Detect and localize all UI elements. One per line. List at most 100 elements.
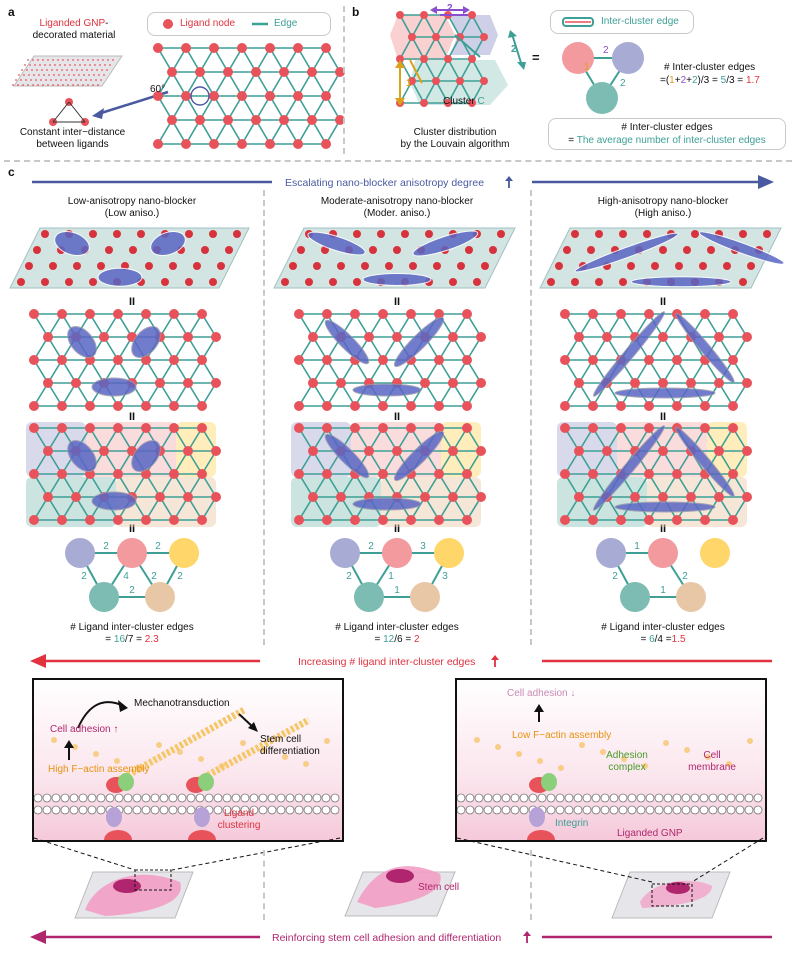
ligand-node [85, 401, 95, 411]
ligand-node [281, 278, 289, 286]
ligand-node [57, 469, 67, 479]
result-num: 16 [113, 634, 126, 645]
ligand-node [308, 446, 318, 456]
ligand-node [728, 423, 738, 433]
ligand-node [560, 401, 570, 411]
ligand-node [29, 469, 39, 479]
angle-label: 60° [150, 84, 166, 95]
ligand-node [181, 43, 191, 53]
ligand-node [434, 401, 444, 411]
graph-edge-2a: 2 [603, 45, 609, 56]
distance-label-line1: Constant inter−distance [19, 127, 126, 138]
legend-inter-label: Inter-cluster edge [601, 16, 679, 27]
material-label: Liganded GNP- decorated material [14, 18, 134, 42]
ligand-node [456, 33, 464, 41]
integrin-label: Integrin [555, 818, 589, 829]
cluster-node [382, 538, 412, 568]
ligand-node [723, 262, 731, 270]
ligand-node [209, 43, 219, 53]
ligand-node [675, 262, 683, 270]
edge-count-label: 2 [368, 541, 374, 552]
result-formula: # Ligand inter-cluster edges= 12/6 = 2 [264, 622, 530, 646]
ligand-node [644, 423, 654, 433]
ligand-node [378, 469, 388, 479]
ligand-node [588, 469, 598, 479]
equals-sign: = [532, 50, 540, 65]
ligand-node [322, 423, 332, 433]
ligand-node [197, 355, 207, 365]
ligand-node [43, 332, 53, 342]
ligand-node [619, 230, 627, 238]
formula-2b: 2 [691, 75, 698, 86]
formula-mid2: /3 = [726, 75, 746, 86]
nano-blocker [67, 326, 97, 358]
formula-title: # Inter-cluster edges [664, 62, 756, 73]
ligand-node [322, 515, 332, 525]
left-mechanism-box: Cell adhesion ↑ Mechanotransduction Stem… [32, 678, 344, 842]
ligand-node [183, 378, 193, 388]
ligand-node [155, 378, 165, 388]
ligand-node [169, 401, 179, 411]
ligand-node [434, 309, 444, 319]
ligand-node [560, 515, 570, 525]
ligand-node [43, 492, 53, 502]
result-den: /7 = [125, 634, 145, 645]
ligand-node [29, 401, 39, 411]
ligand-node [408, 77, 416, 85]
def-title: # Inter-cluster edges [621, 122, 713, 133]
result-title: # Ligand inter-cluster edges [70, 622, 194, 633]
ligand-node [672, 355, 682, 365]
ligand-node [294, 423, 304, 433]
ligand-node [686, 378, 696, 388]
ligand-node [289, 262, 297, 270]
ligand-node [17, 278, 25, 286]
equals-marker: II [393, 411, 401, 423]
ligand-node [350, 515, 360, 525]
formula-mid: )/3 = [697, 75, 721, 86]
left-cell-adhesion-text: Cell adhesion [50, 724, 111, 735]
ligand-node [616, 309, 626, 319]
ligand-node [169, 262, 177, 270]
equals-marker: II [659, 523, 667, 535]
formula-5: 5 [720, 75, 727, 86]
ligand-node [658, 446, 668, 456]
ligand-node [85, 515, 95, 525]
ligand-node [65, 278, 73, 286]
ligand-node [195, 67, 205, 77]
ligand-node [658, 492, 668, 502]
equals-marker: II [393, 523, 401, 535]
stem-cell-right [611, 871, 731, 919]
down-arrow-small-icon: ↓ [570, 688, 576, 699]
ligand-node [223, 115, 233, 125]
ligand-node [335, 67, 345, 77]
result-val: 2 [413, 634, 420, 645]
ligand-node [197, 469, 207, 479]
nano-blocker [352, 497, 422, 511]
cluster-node [169, 538, 199, 568]
ligand-node [113, 469, 123, 479]
divider-bottom-1 [263, 850, 265, 920]
ligand-node [480, 77, 488, 85]
stem-cell-left [74, 869, 194, 919]
ligand-node [728, 309, 738, 319]
edge-count-label: 1 [660, 585, 666, 596]
edge-count-label: 2 [346, 571, 352, 582]
ligand-node [141, 423, 151, 433]
edge-count-label: 1 [388, 571, 394, 582]
arrow-edge-right-icon [508, 30, 526, 70]
ligand-node [420, 378, 430, 388]
arrow-edge-left-icon [395, 60, 405, 106]
ligand-node [265, 139, 275, 149]
cluster-graph-b [562, 42, 644, 114]
ligand-node [468, 99, 476, 107]
up-arrow-icon [505, 176, 513, 188]
ligand-node [686, 492, 696, 502]
edge-count-right: 2 [511, 44, 517, 55]
column-title-text: Low-anisotropy nano-blocker [67, 196, 197, 207]
ligand-node [233, 230, 241, 238]
ligand-node [378, 515, 388, 525]
result-title: # Ligand inter-cluster edges [601, 622, 725, 633]
ligand-node [480, 33, 488, 41]
ligand-node [141, 309, 151, 319]
